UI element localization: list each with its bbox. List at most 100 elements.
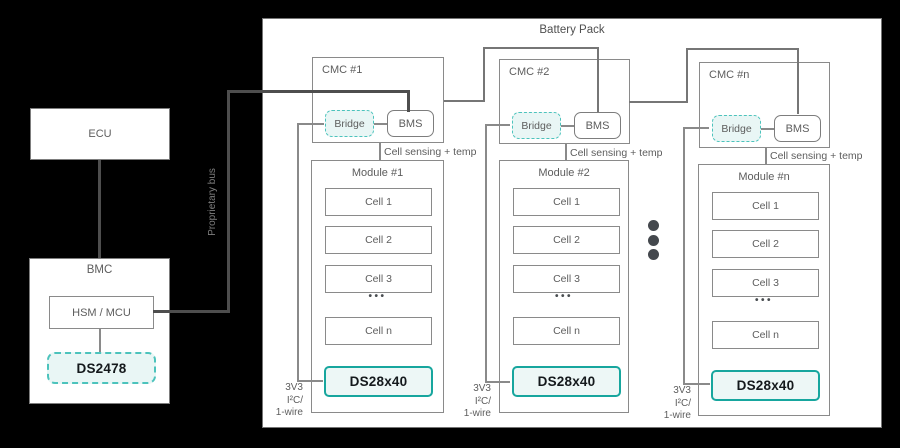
proprietary-bus-horizontal-line <box>227 90 410 93</box>
module1-cell2: Cell 2 <box>325 226 432 254</box>
module2-ds28x40-wire-h <box>485 381 510 383</box>
bmc-label: BMC <box>86 264 113 276</box>
cmcn-bridge-chip: Bridge <box>712 115 761 142</box>
cmc1-to-cmc2-link-h1 <box>444 100 485 102</box>
cmc2-to-cmcn-link-v1 <box>686 48 688 103</box>
ecu-bmc-connector-line <box>98 160 101 258</box>
module1-i2c-label: I²C/ <box>286 394 303 406</box>
cmc1-bms-box: BMS <box>387 110 434 137</box>
cmc1-to-cmc2-link-h2 <box>483 47 599 49</box>
cmc2-onewire-bus-line <box>485 124 487 381</box>
battery-pack-title: Battery Pack <box>539 24 605 36</box>
cmcn-bms-label: BMS <box>785 122 810 135</box>
cmc1-title: CMC #1 <box>322 64 363 76</box>
modulen-cell2: Cell 2 <box>712 230 819 258</box>
hsm-ds2478-connector-line <box>99 329 101 352</box>
modulen-i2c-label: I²C/ <box>674 397 691 409</box>
module1-1wire-label: 1-wire <box>275 407 303 418</box>
ellipsis-dot <box>648 249 659 260</box>
cmc2-bridge-chip: Bridge <box>512 112 561 139</box>
module1-cell1: Cell 1 <box>325 188 432 216</box>
module2-celln: Cell n <box>513 317 620 345</box>
module1-celln: Cell n <box>325 317 432 345</box>
cmcn-sensing-label: Cell sensing + temp <box>770 150 863 162</box>
module2-cell2: Cell 2 <box>513 226 620 254</box>
cmcn-bridge-wire-h <box>683 127 709 129</box>
modulen-cell1: Cell 1 <box>712 192 819 220</box>
cmc2-to-cmcn-link-drop <box>797 48 799 114</box>
cmc1-module1-sensing-line <box>379 143 381 160</box>
cmc2-title: CMC #2 <box>509 66 550 78</box>
cmc1-sensing-label: Cell sensing + temp <box>384 146 477 158</box>
cmc2-bms-box: BMS <box>574 112 621 139</box>
ds2478-chip: DS2478 <box>47 352 156 384</box>
hsm-mcu-box: HSM / MCU <box>49 296 154 329</box>
modulen-cell3: Cell 3 <box>712 269 819 297</box>
cmcn-onewire-bus-line <box>683 127 685 383</box>
module2-cell3: Cell 3 <box>513 265 620 293</box>
modulen-more-cells-ellipsis: ••• <box>754 295 773 306</box>
cmcn-bridge-label: Bridge <box>721 122 752 135</box>
cmc1-bridge-chip: Bridge <box>325 110 374 137</box>
cmcn-bms-box: BMS <box>774 115 821 142</box>
module1-ds28x40-wire-h <box>297 380 323 382</box>
ds2478-label: DS2478 <box>76 360 127 376</box>
cmcn-bridge-bms-connector-line <box>761 128 774 130</box>
cmcn-title: CMC #n <box>709 69 750 81</box>
module2-3v3-label: 3V3 <box>473 383 491 394</box>
modulen-1wire-label: 1-wire <box>663 410 691 421</box>
module2-ds28x40-label: DS28x40 <box>537 374 596 389</box>
ecu-box: ECU <box>30 108 170 160</box>
cmc1-bridge-bms-connector-line <box>374 123 387 125</box>
cmcn-box: CMC #n Bridge BMS <box>699 62 830 148</box>
cmc2-bridge-bms-connector-line <box>561 125 574 127</box>
cmc2-bridge-wire-h <box>485 124 510 126</box>
modulen-power-bus-label: 3V3 I²C/ 1-wire <box>651 385 691 423</box>
proprietary-bus-label: Proprietary bus <box>207 168 218 236</box>
bus-to-bms1-drop-line <box>407 90 410 112</box>
more-cmcs-ellipsis-icon <box>648 220 659 260</box>
cmcn-modulen-sensing-line <box>765 148 767 164</box>
cmc1-onewire-bus-line <box>297 123 299 380</box>
module2-i2c-label: I²C/ <box>474 395 491 407</box>
bmc-box: BMC HSM / MCU DS2478 <box>29 258 170 404</box>
module2-1wire-label: 1-wire <box>463 408 491 419</box>
module1-cell3: Cell 3 <box>325 265 432 293</box>
module1-box: Module #1 Cell 1 Cell 2 Cell 3 ••• Cell … <box>311 160 444 413</box>
module1-3v3-label: 3V3 <box>285 382 303 393</box>
cmc2-sensing-label: Cell sensing + temp <box>570 147 663 159</box>
cmc1-bridge-wire-h <box>297 123 324 125</box>
module2-box: Module #2 Cell 1 Cell 2 Cell 3 ••• Cell … <box>499 160 629 413</box>
cmc2-module2-sensing-line <box>565 144 567 160</box>
cmc2-box: CMC #2 Bridge BMS <box>499 59 630 144</box>
module1-ds28x40-chip: DS28x40 <box>324 366 433 397</box>
hsm-mcu-label: HSM / MCU <box>72 306 131 319</box>
ellipsis-dot <box>648 220 659 231</box>
ellipsis-dot <box>648 234 659 246</box>
cmc2-to-cmcn-link-h2 <box>686 48 799 50</box>
cmc1-bms-label: BMS <box>398 117 423 130</box>
modulen-ds28x40-wire-h <box>683 383 710 385</box>
battery-pack-box: Battery Pack CMC #1 Bridge BMS Module #1… <box>262 18 882 428</box>
modulen-title: Module #n <box>738 171 790 183</box>
module1-power-bus-label: 3V3 I²C/ 1-wire <box>263 382 303 420</box>
cmc2-bms-label: BMS <box>585 119 610 132</box>
module2-power-bus-label: 3V3 I²C/ 1-wire <box>451 383 491 421</box>
module2-cell1: Cell 1 <box>513 188 620 216</box>
module2-ds28x40-chip: DS28x40 <box>512 366 621 397</box>
cmc2-to-cmcn-link-h1 <box>629 101 688 103</box>
cmc1-to-cmc2-link-v1 <box>483 47 485 102</box>
module1-ds28x40-label: DS28x40 <box>349 374 408 389</box>
modulen-3v3-label: 3V3 <box>673 385 691 396</box>
modulen-celln: Cell n <box>712 321 819 349</box>
cmc2-bridge-label: Bridge <box>521 119 552 132</box>
modulen-ds28x40-chip: DS28x40 <box>711 370 820 401</box>
ecu-label: ECU <box>88 128 112 140</box>
module1-title: Module #1 <box>351 167 404 179</box>
cmc1-bridge-label: Bridge <box>334 117 365 130</box>
cmc1-box: CMC #1 Bridge BMS <box>312 57 444 143</box>
module2-more-cells-ellipsis: ••• <box>554 291 573 302</box>
cmc1-to-cmc2-link-drop <box>597 47 599 112</box>
modulen-box: Module #n Cell 1 Cell 2 Cell 3 ••• Cell … <box>698 164 830 416</box>
